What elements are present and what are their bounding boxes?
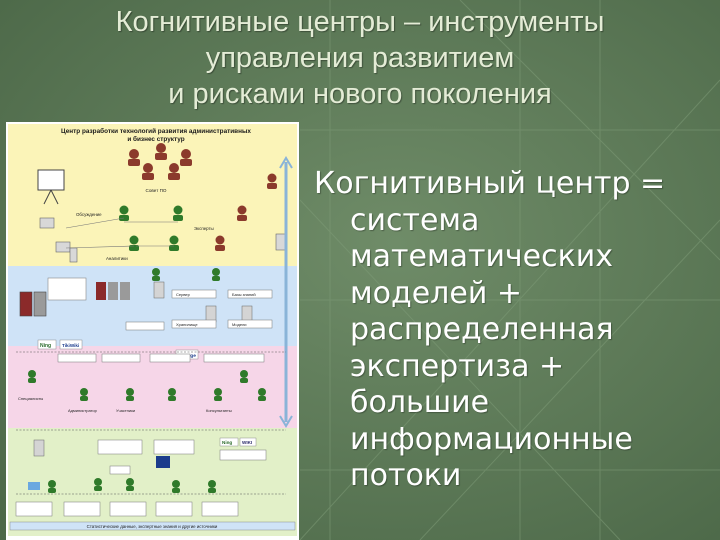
band-label: Сервер <box>176 292 191 297</box>
info-boxes <box>125 289 273 331</box>
band-label: Хранилище <box>176 322 198 327</box>
source-icons <box>28 439 267 490</box>
diagram-title: Центр разработки технологий развития адм… <box>61 127 251 135</box>
presentation-board-icon <box>37 169 65 205</box>
band-label: Специалисты <box>18 396 43 401</box>
definition-line: большие <box>350 385 490 420</box>
definition-line: распределенная <box>350 312 614 347</box>
definition-line: потоки <box>350 458 462 493</box>
diagram-title: и бизнес структур <box>127 135 184 143</box>
people-group-icon <box>128 143 192 180</box>
people-group-icon <box>48 478 216 493</box>
expert-workstations <box>39 173 287 263</box>
tikiwiki-logo: TikiWiki <box>62 343 79 348</box>
definition-line: система <box>350 202 480 238</box>
definition-line: Когнитивный центр = <box>314 166 666 201</box>
band-label: Участники <box>116 408 135 413</box>
definition-line: математических <box>350 239 613 274</box>
people-group-icon <box>28 370 266 401</box>
slide-title: Когнитивные центры – инструменты управле… <box>40 4 680 112</box>
slide-title-line: Когнитивные центры – инструменты <box>115 6 605 38</box>
footer-text: Статистические данные, экспертные знания… <box>87 524 218 529</box>
slide-title-line: управления развитием <box>205 42 515 74</box>
cognitive-center-diagram: Центр разработки технологий развития адм… <box>6 122 299 540</box>
band-label: Модели <box>232 322 247 327</box>
band-experts <box>8 196 297 266</box>
definition-line: моделей + <box>350 275 522 311</box>
definition-line: экспертиза + <box>350 348 565 384</box>
band-label: Консультанты <box>206 408 232 413</box>
ning-logo: Ning <box>40 343 51 349</box>
people-group-icon <box>152 268 220 281</box>
band-label: Администратор <box>68 408 98 413</box>
definition-line: информационные <box>350 421 633 457</box>
ning-logo: Ning <box>222 440 232 445</box>
wiki-logo: WIKI <box>242 440 252 445</box>
footer-bar <box>9 521 296 531</box>
source-boxes <box>15 501 239 517</box>
slide-title-line: и рисками нового поколения <box>168 78 552 110</box>
platform-boxes <box>57 353 265 363</box>
server-icons <box>19 277 253 323</box>
band-label: Аналитики <box>106 256 128 261</box>
band-label: Обсуждение <box>76 212 102 217</box>
band-label: Эксперты <box>194 226 214 231</box>
band-label: Совет ПО <box>146 188 167 193</box>
definition-text: Когнитивный центр = система математическ… <box>314 166 714 495</box>
band-label: Базы знаний <box>232 292 256 297</box>
